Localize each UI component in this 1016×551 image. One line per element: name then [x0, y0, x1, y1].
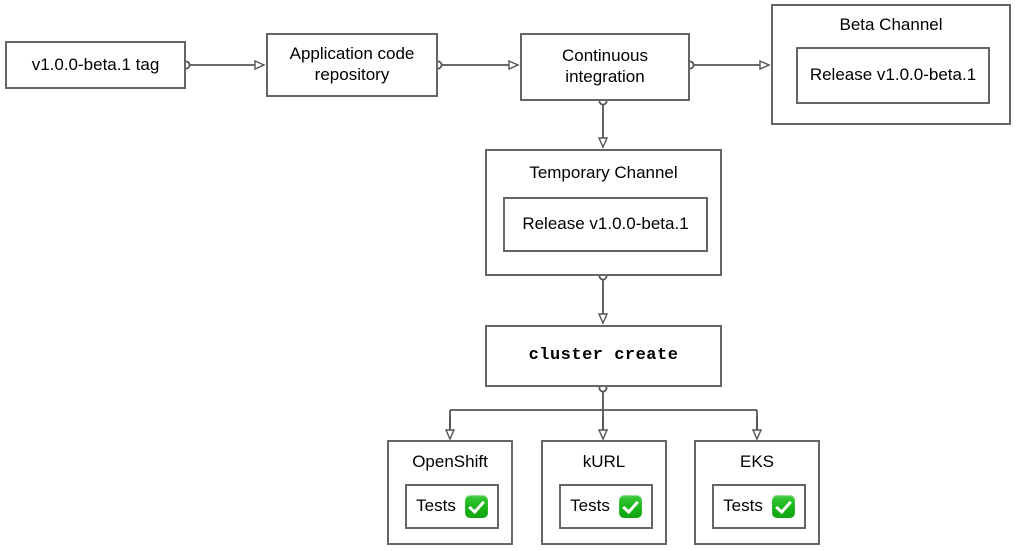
node-tag[interactable]: v1.0.0-beta.1 tag — [5, 41, 186, 89]
node-continuous-integration[interactable]: Continuous integration — [520, 33, 690, 101]
node-ci-label-line2: integration — [565, 67, 645, 86]
node-application-code-repository[interactable]: Application code repository — [266, 33, 438, 97]
openshift-tests-box[interactable]: Tests — [405, 484, 499, 529]
eks-tests-text: Tests — [723, 496, 763, 516]
node-eks[interactable]: EKS Tests — [694, 440, 820, 545]
edge-ci-to-temporary-channel — [599, 96, 606, 147]
kurl-tests-label: Tests — [570, 495, 642, 518]
node-cluster-create[interactable]: cluster create — [485, 325, 722, 387]
node-beta-channel[interactable]: Beta Channel Release v1.0.0-beta.1 — [771, 4, 1011, 125]
openshift-tests-text: Tests — [416, 496, 456, 516]
green-check-icon — [618, 495, 642, 518]
beta-channel-title: Beta Channel — [839, 15, 943, 34]
node-repo-label-line1: Application code — [289, 44, 415, 64]
kurl-title: kURL — [582, 452, 626, 471]
edge-ci-to-beta-channel — [685, 61, 769, 68]
green-check-icon — [771, 495, 795, 518]
kurl-tests-text: Tests — [570, 496, 610, 516]
node-tag-label: v1.0.0-beta.1 tag — [31, 54, 160, 74]
eks-tests-box[interactable]: Tests — [712, 484, 806, 529]
node-ci-label: Continuous integration — [562, 46, 648, 87]
temporary-channel-release-box[interactable]: Release v1.0.0-beta.1 — [503, 197, 708, 252]
edge-tag-to-repo — [181, 61, 264, 68]
edge-temporary-channel-to-cluster-create — [599, 271, 606, 323]
beta-channel-release-box[interactable]: Release v1.0.0-beta.1 — [796, 47, 990, 104]
node-repo-label: Application code repository — [290, 44, 415, 85]
green-check-icon — [464, 495, 488, 518]
node-temporary-channel[interactable]: Temporary Channel Release v1.0.0-beta.1 — [485, 149, 722, 276]
eks-title: EKS — [739, 452, 775, 471]
node-openshift[interactable]: OpenShift Tests — [387, 440, 513, 545]
openshift-tests-label: Tests — [416, 495, 488, 518]
node-cluster-create-label: cluster create — [528, 345, 679, 365]
node-kurl[interactable]: kURL Tests — [541, 440, 667, 545]
kurl-tests-box[interactable]: Tests — [559, 484, 653, 529]
edge-repo-to-ci — [433, 61, 518, 68]
temporary-channel-release-label: Release v1.0.0-beta.1 — [522, 214, 689, 234]
eks-tests-label: Tests — [723, 495, 795, 518]
edge-cluster-create-fanout — [450, 383, 757, 439]
node-repo-label-line2: repository — [314, 65, 390, 84]
openshift-title: OpenShift — [412, 452, 488, 471]
node-ci-label-line1: Continuous — [561, 46, 648, 66]
beta-channel-release-label: Release v1.0.0-beta.1 — [809, 65, 977, 85]
temporary-channel-title: Temporary Channel — [529, 163, 678, 182]
